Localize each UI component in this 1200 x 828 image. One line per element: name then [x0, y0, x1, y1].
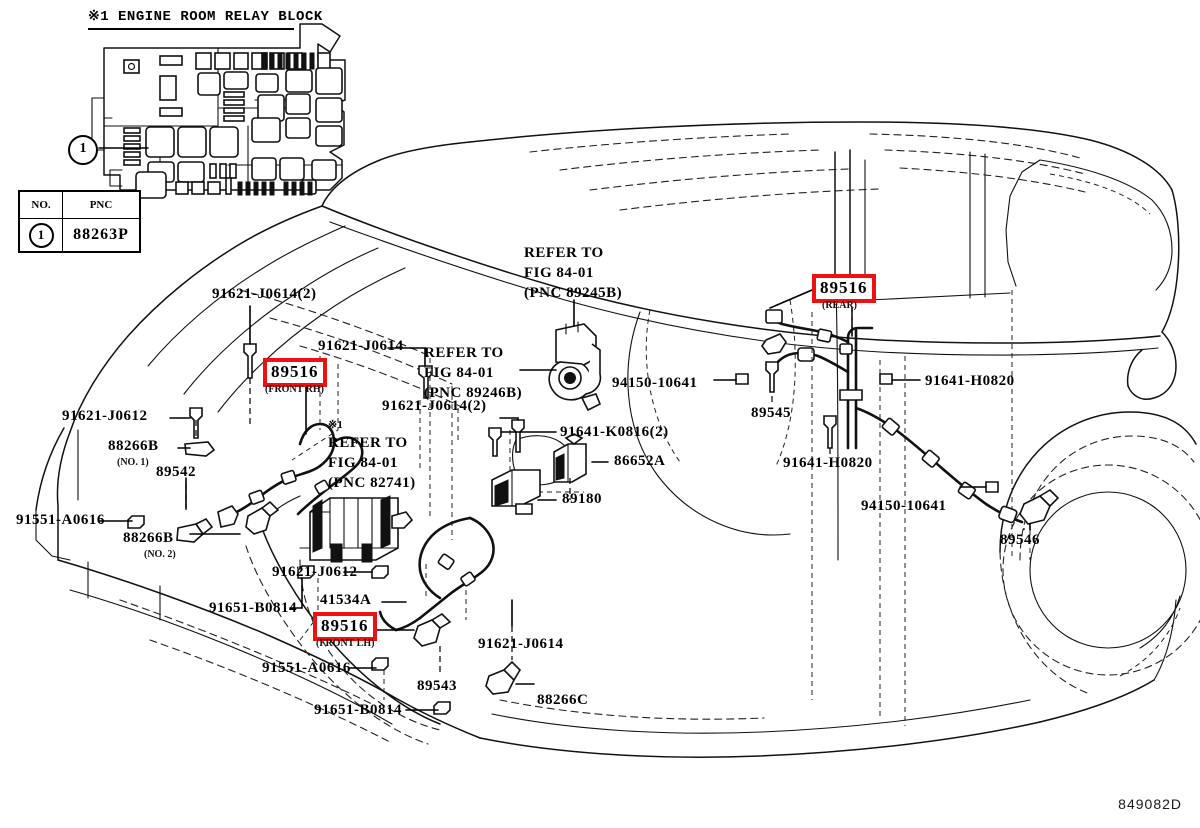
rear-speed-sensor-harness — [761, 309, 1060, 525]
table-header-no: NO. — [18, 190, 63, 219]
label-91641-h0820-lower: 91641-H0820 — [783, 455, 873, 471]
label-88266b-no2-sub: (NO. 2) — [144, 549, 176, 560]
drawing-number: 849082D — [1118, 796, 1182, 812]
table-cell-no: 1 — [18, 218, 63, 253]
table-header-pnc: PNC — [62, 190, 141, 219]
label-89543: 89543 — [417, 678, 457, 694]
leader-lines — [99, 289, 1031, 711]
label-41534a: 41534A — [320, 592, 372, 608]
label-refer-to-82741: REFER TO FIG 84-01 (PNC 82741) — [328, 434, 416, 494]
label-88266b-no1: 88266B — [108, 438, 159, 454]
label-89542: 89542 — [156, 464, 196, 480]
label-refer-to-82741-marker: ※1 — [328, 419, 343, 431]
vehicle-outline — [35, 121, 1200, 758]
table-cell-pnc: 88263P — [62, 218, 141, 253]
label-91621-j0614-bottom: 91621-J0614 — [478, 636, 564, 652]
relay-block-title: ※1 ENGINE ROOM RELAY BLOCK — [88, 9, 323, 25]
label-91551-a0616-lower: 91551-A0616 — [262, 660, 351, 676]
relay-block-illustration — [91, 23, 346, 199]
label-91621-j0612-lower: 91621-J0612 — [272, 564, 358, 580]
label-refer-to-89245b: REFER TO FIG 84-01 (PNC 89245B) — [524, 244, 622, 304]
label-91641-h0820-right: 91641-H0820 — [925, 373, 1015, 389]
buzzer-86652a — [553, 433, 587, 483]
refer-line-2: FIG 84-01 — [524, 264, 594, 281]
label-91621-j0614-2-mid: 91621-J0614(2) — [382, 398, 487, 414]
relay-block-callout-1: 1 — [68, 135, 98, 165]
pnc-table: NO. PNC 1 88263P — [18, 190, 141, 253]
label-89545: 89545 — [751, 405, 791, 421]
label-88266b-no1-sub: (NO. 1) — [117, 457, 149, 468]
highlight-89516-rear: 89516 — [812, 274, 876, 303]
highlight-89516-rear-qualifier: (REAR) — [822, 300, 857, 311]
table-row: 1 88263P — [18, 218, 141, 253]
label-88266b-no2: 88266B — [123, 530, 174, 546]
circled-number-1: 1 — [28, 222, 54, 248]
highlight-89516-front-rh: 89516 — [263, 358, 327, 387]
label-91651-b0814-lower: 91651-B0814 — [314, 702, 402, 718]
relay-block-title-underline — [88, 28, 294, 30]
label-89180: 89180 — [562, 491, 602, 507]
refer-line-2: FIG 84-01 — [328, 454, 398, 471]
label-91551-a0616-upper: 91551-A0616 — [16, 512, 105, 528]
refer-line-3: (PNC 82741) — [328, 474, 416, 491]
label-91641-k0816-2: 91641-K0816(2) — [560, 424, 669, 440]
label-89546: 89546 — [1000, 532, 1040, 548]
label-88266c: 88266C — [537, 692, 589, 708]
yaw-rate-sensor-89180 — [491, 469, 541, 515]
highlight-89516-front-rh-qualifier: (FRONT RH) — [265, 384, 324, 395]
label-86652a: 86652A — [614, 453, 666, 469]
front-lh-speed-sensor-harness — [378, 516, 522, 695]
label-91621-j0612-upper: 91621-J0612 — [62, 408, 148, 424]
fasteners — [127, 343, 999, 715]
refer-line-3: (PNC 89245B) — [524, 284, 623, 301]
refer-line-3: (PNC 89246B) — [424, 384, 523, 401]
table-header-row: NO. PNC — [18, 190, 141, 219]
refer-line-2: FIG 84-01 — [424, 364, 494, 381]
abs-actuator-assembly — [299, 495, 414, 563]
label-91651-b0814-upper: 91651-B0814 — [209, 600, 297, 616]
label-91621-j0614-top: 91621-J0614 — [318, 338, 404, 354]
refer-line-1: REFER TO — [328, 435, 408, 451]
refer-line-1: REFER TO — [524, 245, 604, 261]
label-94150-10641-upper: 94150-10641 — [612, 375, 698, 391]
front-rh-speed-sensor-harness — [176, 422, 364, 543]
highlight-89516-front-lh-qualifier: (FRONT LH) — [316, 638, 375, 649]
label-94150-10641-lower: 94150-10641 — [861, 498, 947, 514]
skid-control-ecu-89246b — [548, 321, 602, 412]
highlight-89516-front-lh: 89516 — [313, 612, 377, 641]
label-refer-to-89246b: REFER TO FIG 84-01 (PNC 89246B) — [424, 344, 522, 404]
refer-line-1: REFER TO — [424, 345, 504, 361]
label-91621-j0614-2-top: 91621-J0614(2) — [212, 286, 317, 302]
